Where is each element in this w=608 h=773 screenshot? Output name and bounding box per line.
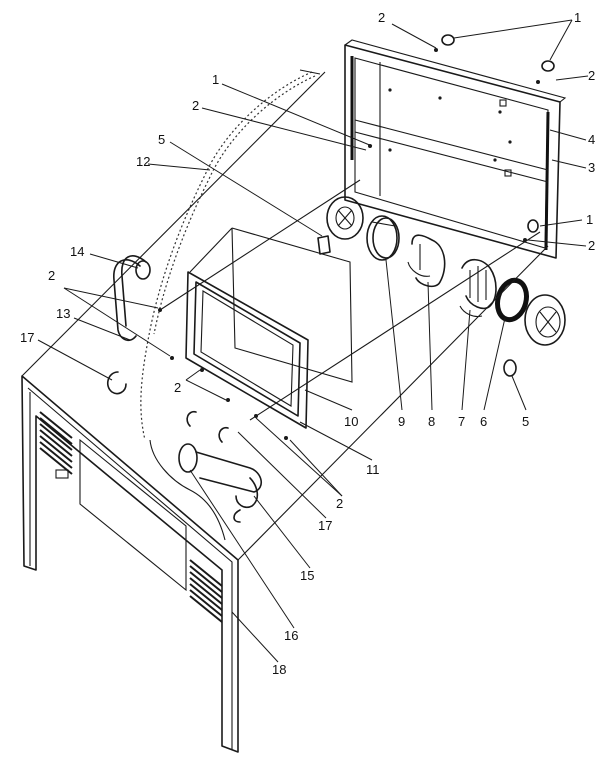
- assembly-guide-lines: [21, 71, 549, 561]
- vent-grill-right: [189, 559, 223, 623]
- callout-label: 7: [458, 414, 465, 429]
- callout-label: 6: [480, 414, 487, 429]
- callout-labels: 1 2 2 1 2 4 3 1 2 2 5 12 14 2 13 17 2 9 …: [20, 10, 595, 677]
- hinge-arm: [149, 439, 262, 541]
- screws: [434, 34, 555, 242]
- callout-label: 11: [366, 462, 380, 477]
- control-knob-right: [503, 294, 566, 377]
- small-screws: [158, 144, 372, 440]
- door-window-frame: [185, 271, 309, 429]
- callout-label: 13: [56, 306, 70, 321]
- callout-label: 5: [522, 414, 529, 429]
- callout-label: 9: [398, 414, 405, 429]
- retainer-clips: [106, 371, 229, 443]
- callout-label: 2: [336, 496, 343, 511]
- wire-harness: [140, 69, 321, 441]
- control-bracket: [459, 258, 497, 318]
- back-frame-panel: [344, 39, 567, 259]
- callout-label: 18: [272, 662, 286, 677]
- callout-label: 17: [318, 518, 332, 533]
- callout-label: 1: [212, 72, 219, 87]
- callout-label: 5: [158, 132, 165, 147]
- callout-label: 2: [378, 10, 385, 25]
- callout-label: 16: [284, 628, 298, 643]
- callout-label: 3: [588, 160, 595, 175]
- callout-label: 2: [192, 98, 199, 113]
- callout-label: 4: [588, 132, 595, 147]
- mounting-plate: [189, 227, 353, 383]
- callout-label: 14: [70, 244, 84, 259]
- callout-label: 2: [174, 380, 181, 395]
- knob-bezel-upper: [317, 196, 364, 255]
- callout-label: 2: [48, 268, 55, 283]
- knob-ring: [366, 215, 400, 261]
- leader-lines: [37, 19, 589, 663]
- knob-bracket: [407, 234, 446, 288]
- callout-label: 2: [588, 238, 595, 253]
- callout-label: 17: [20, 330, 34, 345]
- callout-label: 12: [136, 154, 150, 169]
- callout-label: 2: [588, 68, 595, 83]
- callout-label: 1: [586, 212, 593, 227]
- callout-label: 8: [428, 414, 435, 429]
- callout-label: 15: [300, 568, 314, 583]
- front-door-panel: [21, 375, 239, 753]
- door-handle: [113, 255, 151, 342]
- callout-label: 1: [574, 10, 581, 25]
- callout-label: 10: [344, 414, 358, 429]
